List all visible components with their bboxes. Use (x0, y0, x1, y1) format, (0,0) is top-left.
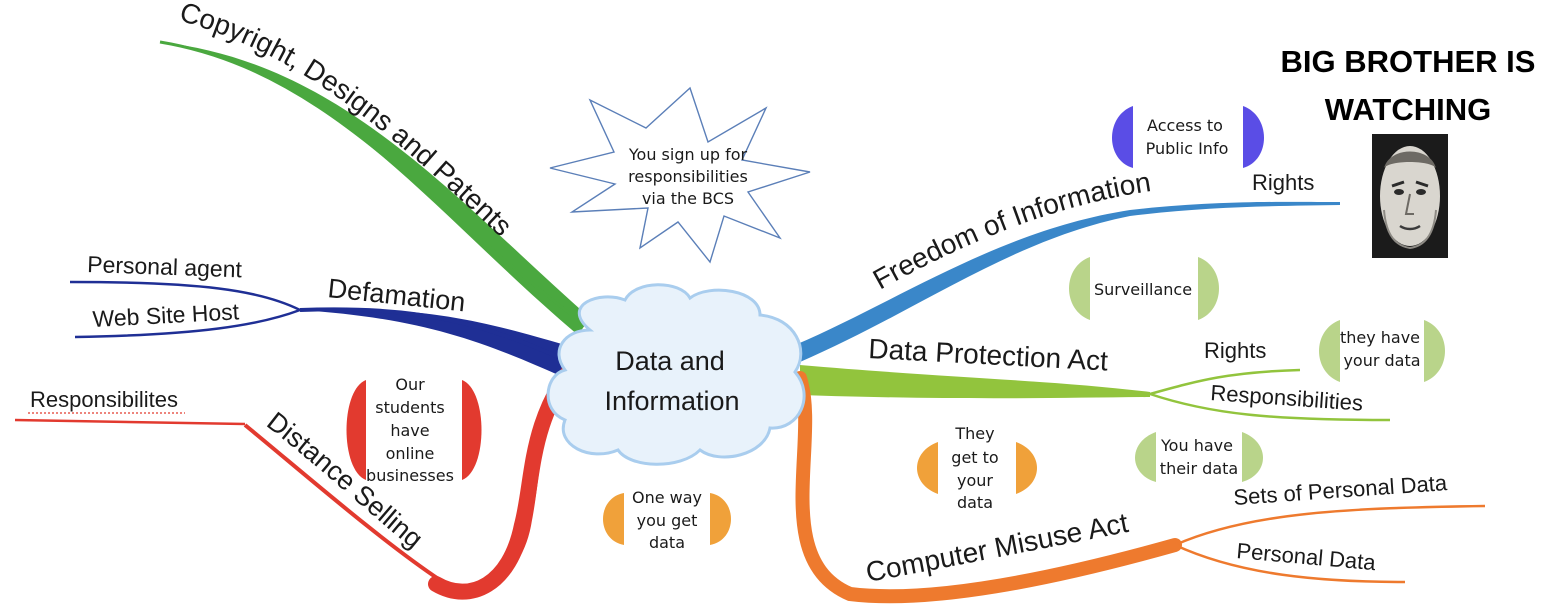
data-protection-label: Data Protection Act (868, 333, 1109, 377)
note-students (346, 380, 482, 480)
big-brother-portrait (1372, 134, 1448, 258)
dpa-rights-label: Rights (1204, 338, 1266, 363)
note-surveillance-text: Surveillance (1094, 280, 1192, 299)
freedom-of-information-label: Freedom of Information (868, 166, 1153, 295)
branch-data-protection (800, 365, 1391, 422)
note-students-line4: online (386, 444, 435, 463)
note-they-have-line1: they have (1340, 328, 1420, 347)
note-students-line1: Our (395, 375, 425, 394)
note-surveillance (1069, 257, 1219, 320)
computer-misuse-label: Computer Misuse Act (863, 507, 1131, 588)
note-access-line1: Access to (1147, 116, 1223, 135)
big-brother-line1: BIG BROTHER IS (1281, 44, 1536, 79)
note-they-get (917, 442, 1037, 494)
note-one-way (603, 493, 731, 545)
note-they-get-line3: your (957, 471, 993, 490)
note-one-way-line1: One way (632, 488, 702, 507)
personal-agent-label: Personal agent (87, 251, 243, 282)
note-you-have (1135, 432, 1263, 482)
foi-rights-label: Rights (1252, 170, 1314, 195)
starburst-text-line2: responsibilities (628, 167, 748, 186)
branch-defamation (69, 280, 566, 378)
note-one-way-line2: you get (637, 511, 698, 530)
note-students-line5: businesses (366, 466, 454, 485)
center-cloud (546, 283, 806, 466)
center-label-line2: Information (604, 386, 739, 416)
starburst-text-line1: You sign up for (628, 145, 748, 164)
note-access-line2: Public Info (1146, 139, 1229, 158)
branch-distance-selling (14, 352, 586, 600)
branch-copyright (159, 40, 590, 335)
branch-computer-misuse (793, 371, 1486, 604)
note-they-have-line2: your data (1343, 351, 1420, 370)
dpa-responsibilities-label: Responsibilities (1210, 380, 1364, 416)
note-you-have-line2: their data (1160, 459, 1238, 478)
note-they-get-line2: get to (951, 448, 998, 467)
note-students-line2: students (375, 398, 445, 417)
starburst-shape (549, 86, 811, 264)
big-brother-line2: WATCHING (1325, 92, 1491, 127)
note-students-line3: have (390, 421, 429, 440)
note-one-way-line3: data (649, 533, 685, 552)
sets-of-personal-data-label: Sets of Personal Data (1233, 470, 1449, 510)
responsibilites-label: Responsibilites (30, 387, 178, 412)
note-access (1112, 106, 1264, 168)
starburst-text-line3: via the BCS (642, 189, 734, 208)
note-you-have-line1: You have (1160, 436, 1233, 455)
web-site-host-label: Web Site Host (92, 298, 240, 332)
note-they-get-line4: data (957, 493, 993, 512)
note-they-have (1319, 320, 1445, 382)
note-they-get-line1: They (954, 424, 994, 443)
center-label-line1: Data and (615, 346, 725, 376)
